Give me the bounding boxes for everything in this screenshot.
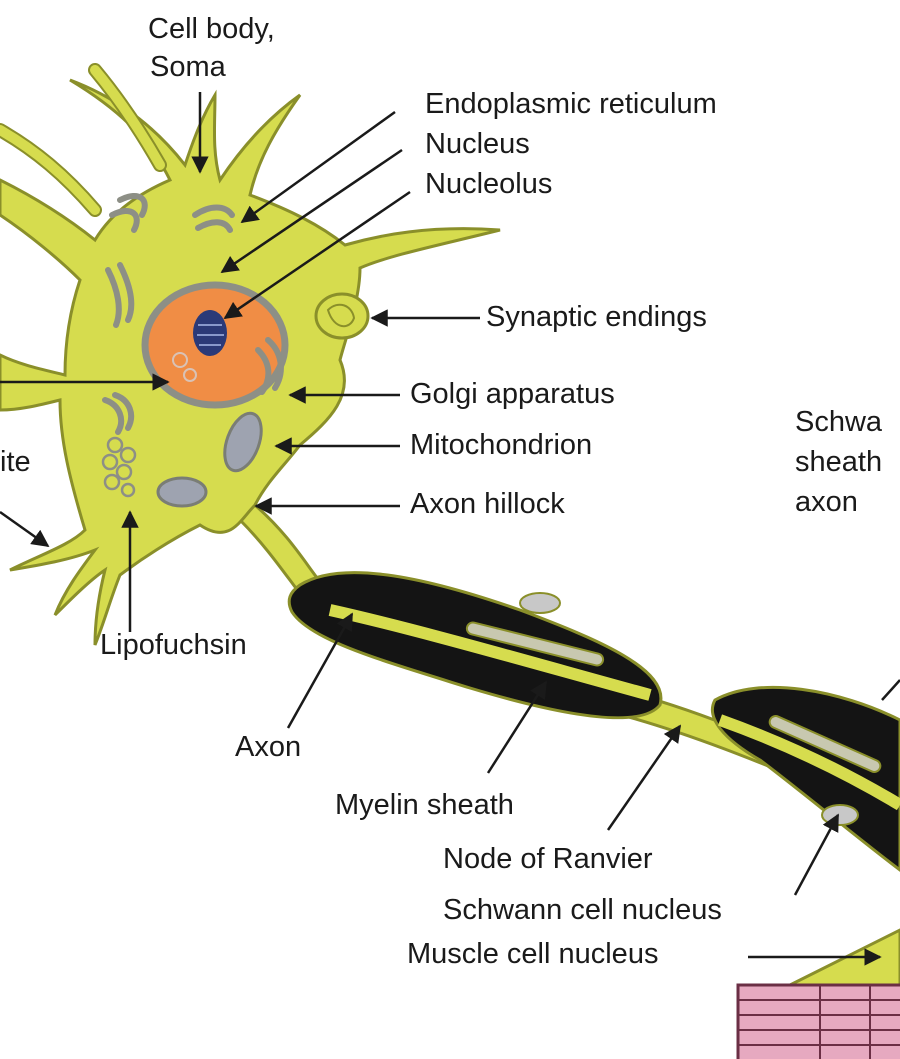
synaptic-ending [316, 294, 368, 338]
label-dendrite-partial: ite [0, 445, 31, 479]
label-golgi-apparatus: Golgi apparatus [410, 377, 615, 411]
label-synaptic-endings: Synaptic endings [486, 300, 707, 334]
label-schwann-sheath-2: sheath [795, 445, 882, 479]
label-myelin-sheath: Myelin sheath [335, 788, 514, 822]
label-nucleolus: Nucleolus [425, 167, 552, 201]
myelin-segment-2 [712, 687, 900, 870]
label-soma: Soma [150, 50, 226, 84]
label-node-of-ranvier: Node of Ranvier [443, 842, 653, 876]
label-schwann-sheath-3: axon [795, 485, 858, 519]
label-schwann-sheath-1: Schwa [795, 405, 882, 439]
label-axon: Axon [235, 730, 301, 764]
label-mitochondrion: Mitochondrion [410, 428, 592, 462]
label-schwann-cell-nucleus: Schwann cell nucleus [443, 893, 722, 927]
muscle-fiber [738, 985, 900, 1059]
label-lipofuchsin: Lipofuchsin [100, 628, 247, 662]
label-endoplasmic-reticulum: Endoplasmic reticulum [425, 87, 717, 121]
label-nucleus: Nucleus [425, 127, 530, 161]
label-muscle-cell-nucleus: Muscle cell nucleus [407, 937, 658, 971]
label-axon-hillock: Axon hillock [410, 487, 565, 521]
label-cell-body: Cell body, [148, 12, 275, 46]
nucleolus [193, 310, 227, 356]
